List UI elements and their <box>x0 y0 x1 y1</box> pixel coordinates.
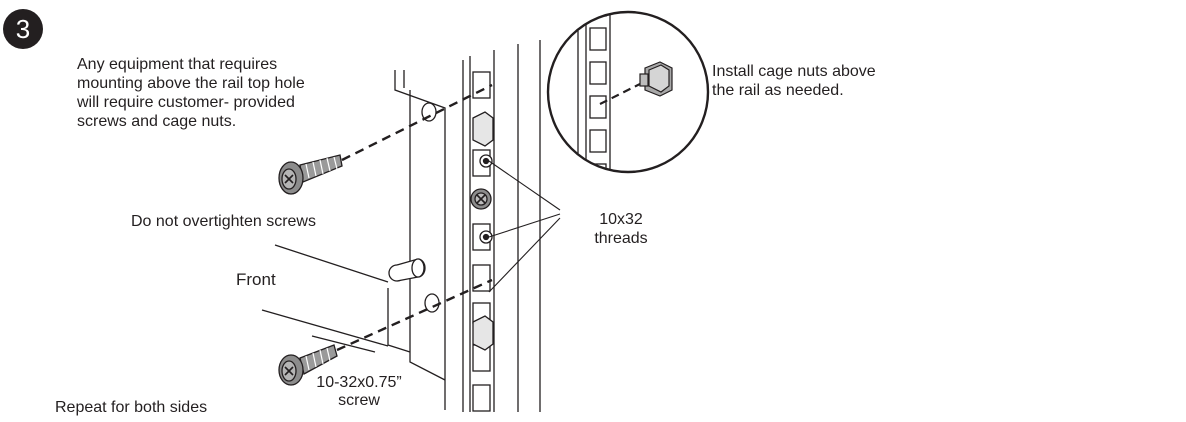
overtighten-warning: Do not overtighten screws <box>131 213 316 230</box>
rail-bracket <box>261 70 446 410</box>
installed-fasteners <box>470 111 494 351</box>
magnifier-callout <box>546 10 710 174</box>
cage-nut-icon <box>639 61 673 97</box>
repeat-note: Repeat for both sides <box>55 399 208 416</box>
cage-nuts-note: Install cage nuts above the rail as need… <box>712 63 876 99</box>
step-number-badge: 3 <box>3 9 43 49</box>
threads-leader-lines <box>488 160 561 293</box>
screw-upper <box>278 83 493 195</box>
screw-size-label: 10-32x0.75” screw <box>316 374 402 409</box>
screw-lower <box>278 278 493 386</box>
rack-post <box>462 40 541 412</box>
front-label: Front <box>236 270 276 289</box>
equipment-above-note: Any equipment that requires mounting abo… <box>77 56 305 130</box>
threads-label: 10x32 threads <box>594 211 648 247</box>
